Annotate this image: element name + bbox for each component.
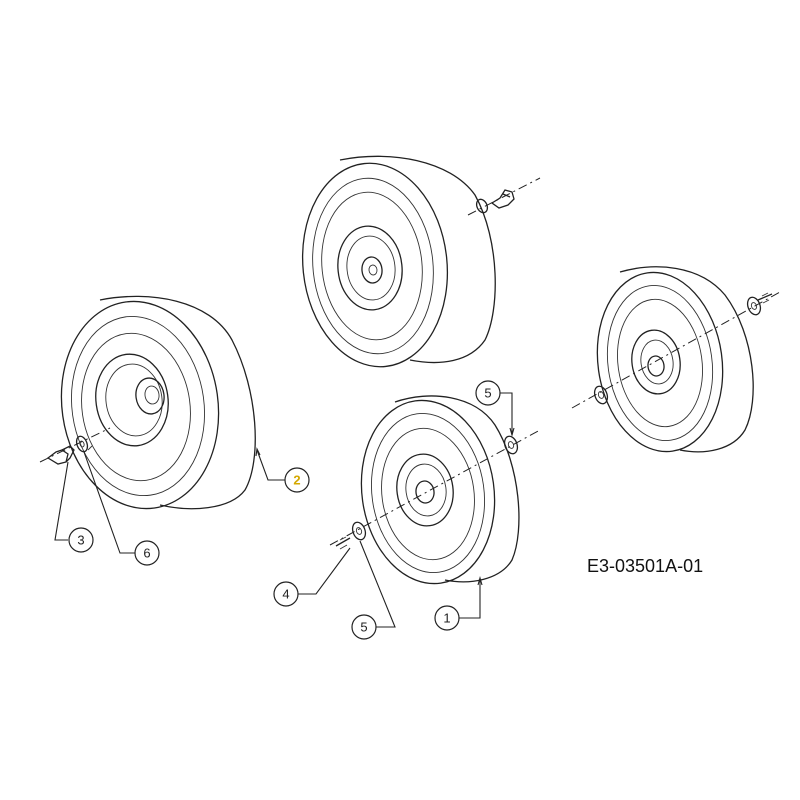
callout-3: 3 (68, 527, 94, 553)
bolt-front-left (39, 427, 111, 465)
wheel-rear-center (301, 155, 496, 368)
callout-5-lower: 5 (351, 614, 377, 640)
callout-4: 4 (273, 581, 299, 607)
callout-3-label: 3 (77, 533, 84, 548)
callout-5-upper-label: 5 (484, 386, 491, 401)
wheel-right (571, 266, 781, 453)
wheel-front-center (329, 395, 541, 585)
wheel-front-left (60, 295, 256, 510)
callout-leaders (54, 392, 515, 628)
callout-5-lower-label: 5 (360, 620, 367, 635)
callout-5-upper: 5 (475, 380, 501, 406)
callout-2: 2 (284, 467, 310, 493)
bolt-rear-center (467, 177, 541, 216)
callout-6-label: 6 (143, 546, 150, 561)
callout-2-label: 2 (293, 473, 300, 488)
callout-1: 1 (434, 605, 460, 631)
callout-1-label: 1 (443, 611, 450, 626)
callout-4-label: 4 (282, 587, 289, 602)
diagram-reference-code: E3-03501A-01 (587, 556, 703, 576)
callout-6: 6 (134, 540, 160, 566)
